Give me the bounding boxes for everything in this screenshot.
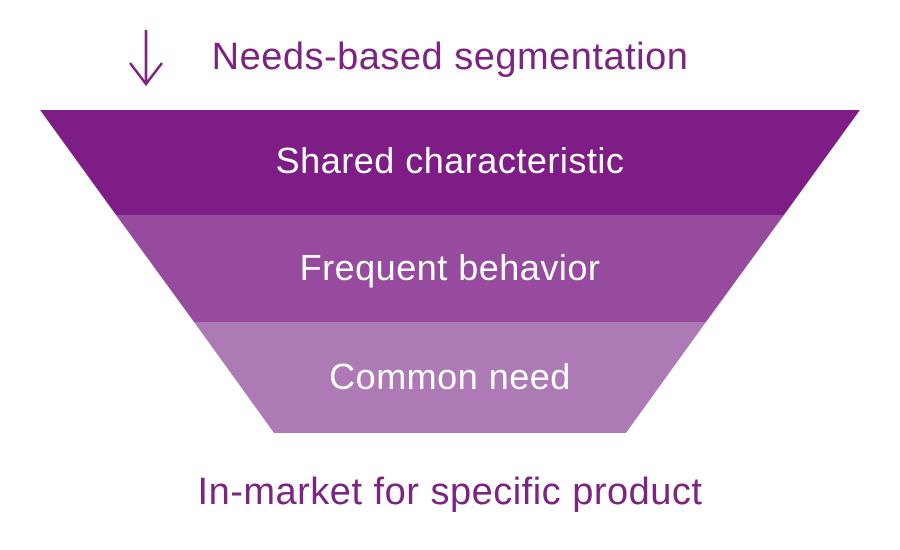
footer-label: In-market for specific product — [197, 471, 703, 513]
funnel-tier-3-shape — [194, 322, 706, 433]
funnel-tier-1-label: Shared characteristic — [275, 140, 625, 181]
funnel-tier-3-label: Common need — [329, 356, 571, 397]
funnel-tier-2-label: Frequent behavior — [299, 247, 601, 288]
funnel-tier-2-shape — [116, 215, 784, 322]
header: Needs-based segmentation — [0, 28, 900, 87]
header-title: Needs-based segmentation — [211, 36, 689, 78]
funnel-tier-1-shape — [40, 110, 860, 215]
down-arrow-icon — [128, 30, 164, 87]
